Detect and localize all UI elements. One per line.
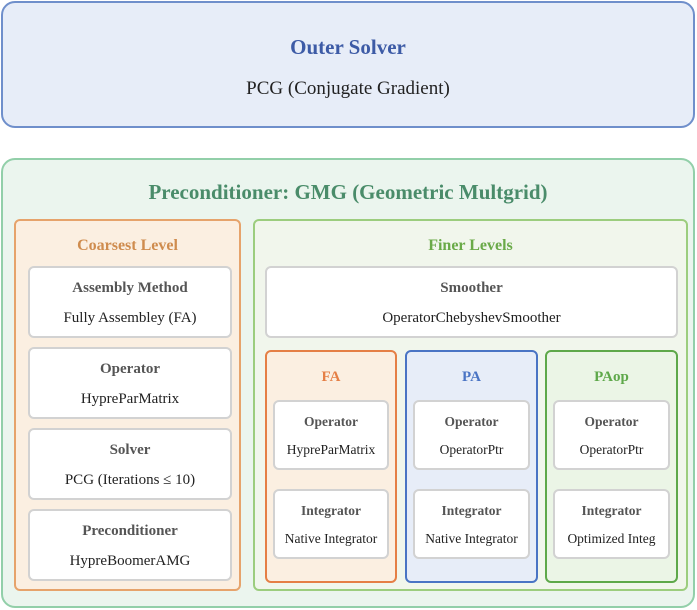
card-label: Integrator (301, 503, 361, 518)
paop-integrator-card: Integrator Optimized Integ (553, 489, 670, 559)
operator-card: Operator HypreParMatrix (28, 347, 232, 419)
fa-title: FA (321, 369, 341, 385)
coarsest-level-box: Coarsest Level Assembly Method Fully Ass… (14, 219, 241, 591)
card-label: Assembly Method (72, 280, 188, 296)
fa-box: FA Operator HypreParMatrix Integrator Na… (265, 350, 397, 583)
finer-levels-title: Finer Levels (428, 237, 513, 254)
card-value: OperatorPtr (579, 442, 644, 457)
card-label: Operator (100, 361, 160, 377)
coarsest-level-title: Coarsest Level (77, 237, 178, 254)
fa-integrator-card: Integrator Native Integrator (273, 489, 389, 559)
fa-operator-card: Operator HypreParMatrix (273, 400, 389, 470)
card-label: Operator (304, 414, 358, 429)
pa-integrator-card: Integrator Native Integrator (413, 489, 530, 559)
paop-operator-card: Operator OperatorPtr (553, 400, 670, 470)
outer-solver-value: PCG (Conjugate Gradient) (246, 78, 450, 99)
pa-operator-card: Operator OperatorPtr (413, 400, 530, 470)
card-value: PCG (Iterations ≤ 10) (64, 472, 196, 488)
card-label: Integrator (441, 503, 502, 518)
paop-title: PAop (594, 369, 629, 385)
assembly-method-card: Assembly Method Fully Assembley (FA) (28, 266, 232, 338)
solver-card: Solver PCG (Iterations ≤ 10) (28, 428, 232, 500)
preconditioner-title: Preconditioner: GMG (Geometric Multgrid) (148, 180, 548, 204)
card-label: Preconditioner (82, 523, 178, 539)
card-label: Integrator (581, 503, 642, 518)
card-value: HypreParMatrix (286, 442, 376, 457)
card-value: Native Integrator (425, 531, 518, 546)
preconditioner-box: Preconditioner: GMG (Geometric Multgrid)… (1, 158, 695, 608)
card-label: Operator (444, 414, 499, 429)
preconditioner-card: Preconditioner HypreBoomerAMG (28, 509, 232, 581)
paop-box: PAop Operator OperatorPtr Integrator Opt… (545, 350, 678, 583)
finer-levels-box: Finer Levels Smoother OperatorChebyshevS… (253, 219, 688, 591)
pa-title: PA (462, 369, 481, 385)
card-value: Optimized Integ (567, 531, 656, 546)
card-value: HypreParMatrix (80, 391, 180, 407)
card-label: Solver (109, 442, 151, 458)
card-value: OperatorPtr (439, 442, 504, 457)
card-value: OperatorChebyshevSmoother (382, 310, 561, 326)
card-label: Operator (584, 414, 639, 429)
pa-box: PA Operator OperatorPtr Integrator Nativ… (405, 350, 538, 583)
card-label: Smoother (440, 280, 503, 296)
outer-solver-box: Outer Solver PCG (Conjugate Gradient) (1, 1, 695, 128)
card-value: HypreBoomerAMG (69, 553, 191, 569)
card-value: Fully Assembley (FA) (63, 310, 197, 326)
smoother-card: Smoother OperatorChebyshevSmoother (265, 266, 678, 338)
card-value: Native Integrator (284, 531, 378, 546)
outer-solver-title: Outer Solver (290, 35, 406, 59)
